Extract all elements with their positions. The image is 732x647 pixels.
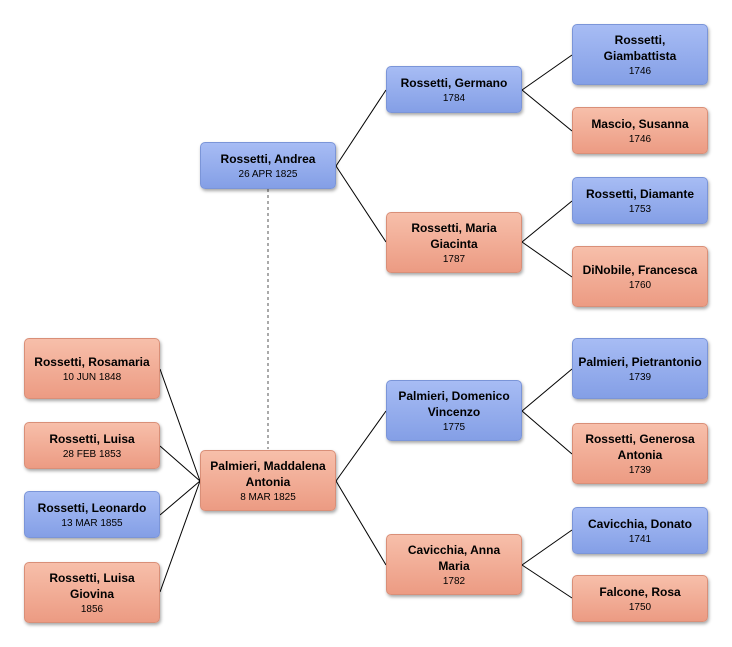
person-node-leonardo[interactable]: Rossetti, Leonardo 13 MAR 1855	[24, 491, 160, 538]
person-node-domenico[interactable]: Palmieri, Domenico Vincenzo 1775	[386, 380, 522, 441]
person-name: Mascio, Susanna	[591, 116, 689, 131]
link-giacinta-francesca	[521, 241, 573, 278]
person-node-anna-maria[interactable]: Cavicchia, Anna Maria 1782	[386, 534, 522, 595]
person-name: Rossetti, Luisa	[49, 431, 135, 446]
link-domenico-pietrantonio	[521, 368, 573, 412]
person-name: Cavicchia, Donato	[587, 516, 693, 531]
person-date: 1750	[628, 601, 652, 613]
link-maddalena-domenico	[335, 410, 387, 482]
link-germano-susanna	[521, 89, 573, 132]
link-rosamaria	[159, 368, 201, 482]
person-name: Rossetti, Germano	[400, 75, 508, 90]
person-date: 1784	[442, 92, 466, 104]
link-giacinta-diamante	[521, 200, 573, 243]
person-date: 1753	[628, 203, 652, 215]
link-luisa-giovina	[159, 480, 201, 593]
person-date: 1741	[628, 533, 652, 545]
person-date: 26 APR 1825	[238, 168, 298, 180]
link-leonardo	[159, 480, 201, 516]
person-name: Rossetti, Leonardo	[37, 500, 147, 515]
link-domenico-generosa	[521, 410, 573, 455]
person-node-giambattista[interactable]: Rossetti, Giambattista 1746	[572, 24, 708, 85]
person-name: Rossetti, Giambattista	[603, 32, 677, 63]
person-name: Rossetti, Generosa Antonia	[585, 431, 695, 462]
person-node-luisa[interactable]: Rossetti, Luisa 28 FEB 1853	[24, 422, 160, 469]
person-date: 1856	[80, 603, 104, 615]
person-node-diamante[interactable]: Rossetti, Diamante 1753	[572, 177, 708, 224]
person-date: 1782	[442, 575, 466, 587]
person-node-andrea[interactable]: Rossetti, Andrea 26 APR 1825	[200, 142, 336, 189]
person-name: Rossetti, Diamante	[585, 186, 695, 201]
person-name: Falcone, Rosa	[599, 584, 681, 599]
person-date: 1775	[442, 421, 466, 433]
person-node-rosa[interactable]: Falcone, Rosa 1750	[572, 575, 708, 622]
person-node-donato[interactable]: Cavicchia, Donato 1741	[572, 507, 708, 554]
person-date: 1746	[628, 65, 652, 77]
link-luisa	[159, 445, 201, 482]
link-maddalena-anna-maria	[335, 480, 387, 566]
person-node-francesca[interactable]: DiNobile, Francesca 1760	[572, 246, 708, 307]
person-name: Rossetti, Maria Giacinta	[411, 220, 497, 251]
person-node-maria-giacinta[interactable]: Rossetti, Maria Giacinta 1787	[386, 212, 522, 273]
link-anna-maria-rosa	[521, 564, 573, 599]
person-date: 1739	[628, 464, 652, 476]
person-node-maddalena[interactable]: Palmieri, Maddalena Antonia 8 MAR 1825	[200, 450, 336, 511]
link-germano-giambattista	[521, 54, 573, 91]
person-name: Rossetti, Andrea	[220, 151, 316, 166]
person-node-generosa[interactable]: Rossetti, Generosa Antonia 1739	[572, 423, 708, 484]
person-name: Palmieri, Domenico Vincenzo	[398, 388, 510, 419]
person-node-luisa-giovina[interactable]: Rossetti, Luisa Giovina 1856	[24, 562, 160, 623]
person-date: 1746	[628, 133, 652, 145]
person-date: 28 FEB 1853	[62, 448, 122, 460]
person-date: 8 MAR 1825	[240, 491, 296, 503]
person-date: 1760	[628, 279, 652, 291]
person-date: 13 MAR 1855	[61, 517, 123, 529]
person-name: Palmieri, Maddalena Antonia	[210, 458, 326, 489]
person-date: 10 JUN 1848	[62, 371, 122, 383]
person-name: Cavicchia, Anna Maria	[407, 542, 501, 573]
link-anna-maria-donato	[521, 529, 573, 566]
person-name: Rossetti, Luisa Giovina	[49, 570, 135, 601]
link-andrea-maria-giacinta	[335, 165, 387, 243]
person-node-rosamaria[interactable]: Rossetti, Rosamaria 10 JUN 1848	[24, 338, 160, 399]
person-name: DiNobile, Francesca	[582, 262, 698, 277]
person-name: Palmieri, Pietrantonio	[578, 354, 702, 369]
person-name: Rossetti, Rosamaria	[34, 354, 150, 369]
person-node-pietrantonio[interactable]: Palmieri, Pietrantonio 1739	[572, 338, 708, 399]
person-node-germano[interactable]: Rossetti, Germano 1784	[386, 66, 522, 113]
person-node-susanna[interactable]: Mascio, Susanna 1746	[572, 107, 708, 154]
person-date: 1787	[442, 253, 466, 265]
link-andrea-germano	[335, 89, 387, 167]
person-date: 1739	[628, 371, 652, 383]
